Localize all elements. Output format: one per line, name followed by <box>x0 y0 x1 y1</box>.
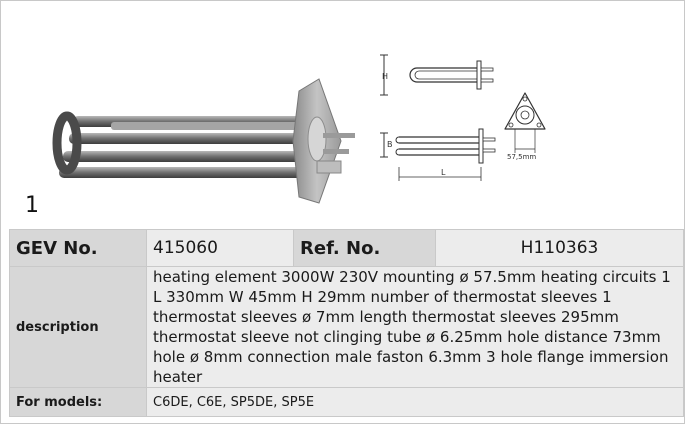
height-dim-label: H <box>382 72 388 81</box>
flange-dim-label: 57,5mm <box>507 153 536 161</box>
description-label: description <box>9 266 147 388</box>
width-dim-label: B <box>387 140 393 149</box>
description-text: heating element 3000W 230V mounting ø 57… <box>146 266 684 388</box>
id-row: GEV No. 415060 Ref. No. H110363 <box>9 229 684 267</box>
ref-label: Ref. No. <box>293 229 436 267</box>
spec-table: GEV No. 415060 Ref. No. H110363 descript… <box>9 229 684 417</box>
models-label: For models: <box>9 387 147 417</box>
gev-label: GEV No. <box>9 229 147 267</box>
product-image-area: H B L <box>1 1 684 229</box>
heating-element-photo <box>52 78 355 204</box>
ref-value: H110363 <box>435 229 684 267</box>
models-value: C6DE, C6E, SP5DE, SP5E <box>146 387 684 417</box>
dimension-drawing: H B L <box>380 54 546 181</box>
gev-value: 415060 <box>146 229 294 267</box>
length-dim-label: L <box>441 168 446 177</box>
models-row: For models: C6DE, C6E, SP5DE, SP5E <box>9 387 684 417</box>
figure-number: 1 <box>25 193 39 218</box>
description-row: description heating element 3000W 230V m… <box>9 266 684 388</box>
